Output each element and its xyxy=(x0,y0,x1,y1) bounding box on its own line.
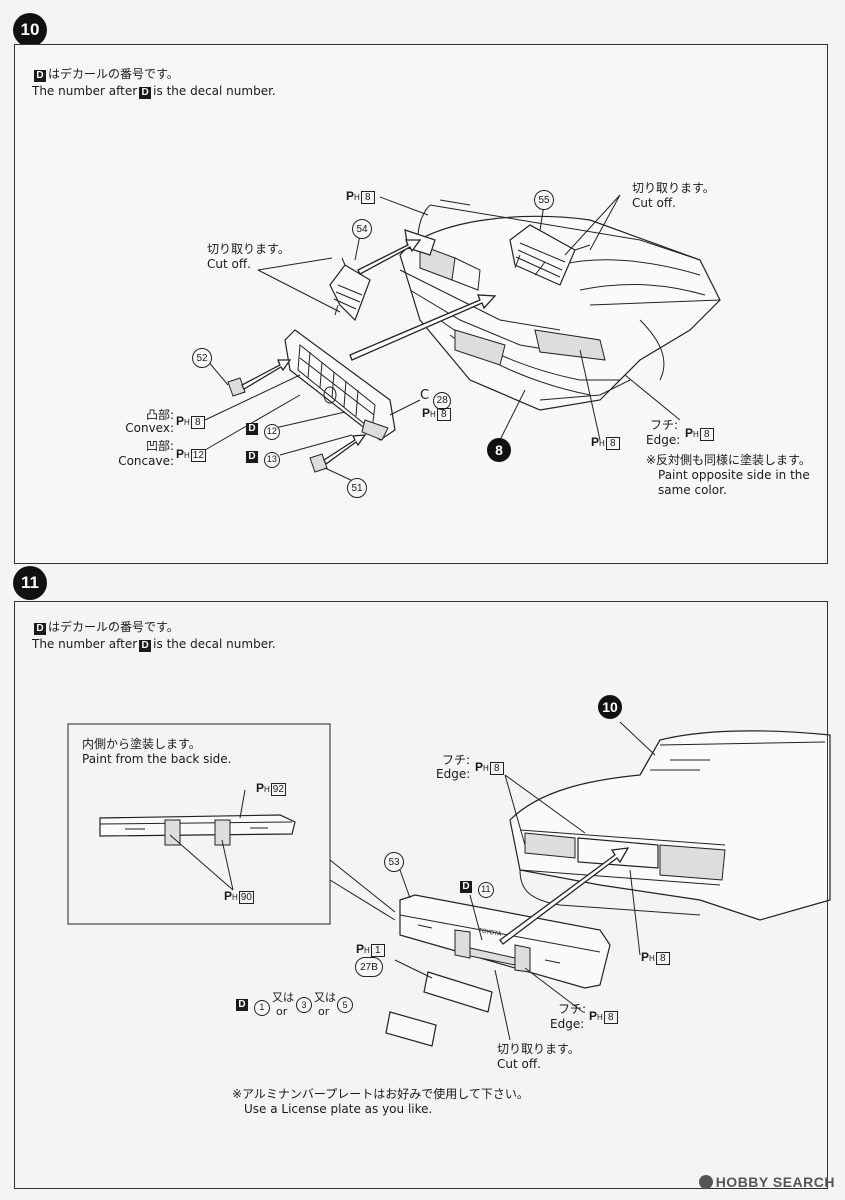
cut-off-en-11: Cut off. xyxy=(497,1057,541,1071)
arrow-emblem-51 xyxy=(323,434,367,465)
concave-en-label: Concave: xyxy=(118,454,174,468)
part-51-label: 51 xyxy=(347,478,367,498)
license-note-en: Use a License plate as you like. xyxy=(244,1102,433,1116)
decal-letter-badge: D xyxy=(139,87,152,99)
edge-jp-11-top: フチ: xyxy=(442,753,471,767)
edge-en-10: Edge: xyxy=(646,433,681,447)
arrow-emblem-52 xyxy=(241,359,292,390)
part-55-label: 55 xyxy=(534,190,554,210)
concave-label: 凹部: xyxy=(145,439,174,453)
decal-13-label: D 13 xyxy=(244,448,280,468)
or-en-2: or xyxy=(318,1005,330,1018)
license-plate xyxy=(385,1011,437,1047)
edge-jp-11-bottom: フチ: xyxy=(558,1002,587,1016)
part-51-emblem xyxy=(309,453,328,473)
part-53-label: 53 xyxy=(384,852,404,872)
decal-letter-badge: D xyxy=(34,70,46,82)
step-11-badge: 11 xyxy=(13,566,47,600)
part-27b-plate xyxy=(423,971,493,1013)
step-11-inset-box xyxy=(67,723,331,925)
body-part-8-badge: 8 xyxy=(487,438,511,462)
watermark: HOBBY SEARCH xyxy=(698,1174,835,1190)
convex-en-label: Convex: xyxy=(125,421,174,435)
opposite-note-en-2: same color. xyxy=(658,483,727,497)
part-54-label: 54 xyxy=(352,219,372,239)
decal-plate-options: D 1 xyxy=(234,996,270,1016)
opposite-note-en-1: Paint opposite side in the xyxy=(658,468,810,482)
part-c28-label: C 28 xyxy=(420,388,452,410)
part-55-light xyxy=(509,224,591,286)
cut-off-jp-left: 切り取ります。 xyxy=(207,242,290,256)
cut-off-jp-11: 切り取ります。 xyxy=(497,1042,580,1056)
edge-jp-10: フチ: xyxy=(650,418,679,432)
decal-12-label: D 12 xyxy=(244,420,280,440)
back-side-jp: 内側から塗装します。 xyxy=(82,737,201,751)
arrow-light-to-car xyxy=(357,239,422,275)
back-side-en: Paint from the back side. xyxy=(82,752,232,766)
or-jp-2: 又は xyxy=(314,991,336,1004)
or-en-1: or xyxy=(276,1005,288,1018)
step-11-panel xyxy=(14,601,828,1189)
part-52-label: 52 xyxy=(192,348,212,368)
watermark-logo-icon xyxy=(698,1175,713,1189)
step-10-badge: 10 xyxy=(13,13,47,47)
edge-en-11-bottom: Edge: xyxy=(550,1017,585,1031)
part-27b-label: 27B xyxy=(355,957,383,977)
bumper-back-drawing xyxy=(99,814,296,846)
decal-11-label: D 11 xyxy=(458,878,494,898)
arrow-bumper-to-car xyxy=(499,847,630,945)
cut-off-en-right: Cut off. xyxy=(632,196,676,210)
cut-off-en-left: Cut off. xyxy=(207,257,251,271)
car-front-drawing xyxy=(399,199,721,411)
or-jp-1: 又は xyxy=(272,991,294,1004)
convex-label: 凸部: xyxy=(145,408,174,422)
body-part-10-badge: 10 xyxy=(598,695,622,719)
cut-off-jp-right: 切り取ります。 xyxy=(632,181,715,195)
decal-letter-badge: D xyxy=(139,640,152,652)
edge-en-11-top: Edge: xyxy=(436,767,471,781)
decal-3-label: 3 xyxy=(296,997,312,1013)
decal-5-label: 5 xyxy=(337,997,353,1013)
license-note-jp: ※アルミナンバープレートはお好みで使用して下さい。 xyxy=(232,1087,529,1101)
arrow-grille-to-car xyxy=(349,294,497,361)
part-54-light xyxy=(329,257,371,322)
grille-drawing xyxy=(284,329,396,441)
part-52-emblem xyxy=(227,377,246,397)
opposite-note-jp: ※反対側も同様に塗装します。 xyxy=(646,453,811,467)
decal-letter-badge: D xyxy=(34,623,46,635)
